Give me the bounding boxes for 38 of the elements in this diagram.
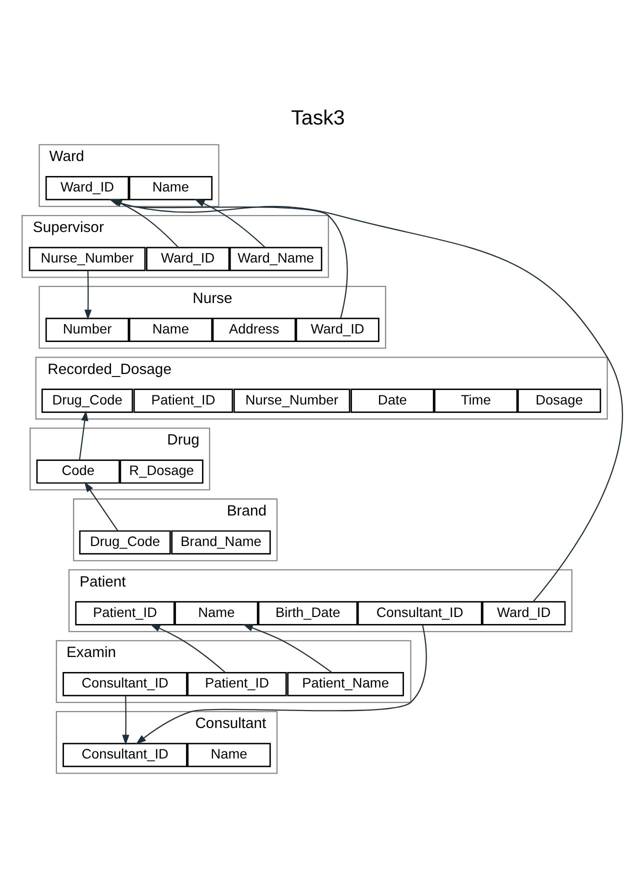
node-box: Number [45, 317, 130, 342]
node-box: Dosage [517, 388, 602, 412]
node-box: Ward_ID [146, 246, 230, 271]
node-box: Patient_ID [75, 600, 175, 625]
arrow [194, 198, 266, 248]
diagram-title: Task3 [291, 106, 345, 130]
node-box: Code [36, 458, 120, 484]
node-box: Ward_ID [482, 600, 566, 625]
node-box: R_Dosage [120, 458, 204, 484]
node-box: Nurse_Number [28, 246, 146, 271]
node-box: Consultant_ID [62, 672, 188, 696]
node-box: Patient_ID [133, 388, 234, 412]
node-box: Patient_Name [287, 672, 404, 696]
node-box: Nurse_Number [233, 388, 350, 412]
node-box: Ward_Name [229, 246, 322, 271]
node-box: Birth_Date [258, 600, 358, 625]
node-box: Ward_ID [296, 317, 380, 342]
node-box: Drug_Code [41, 388, 134, 412]
node-box: Brand_Name [171, 530, 271, 554]
arrow [122, 695, 130, 745]
arrow [84, 270, 92, 320]
node-box: Date [350, 388, 434, 412]
arrow [150, 624, 226, 672]
node-box: Name [128, 317, 213, 342]
node-box: Ward_ID [45, 176, 130, 200]
arrow [84, 481, 118, 531]
node-box: Name [187, 742, 271, 767]
node-box: Address [212, 317, 296, 342]
node-box: Name [174, 600, 258, 625]
node-box: Drug_Code [79, 530, 171, 554]
node-box: Consultant_ID [62, 742, 188, 767]
node-box: Consultant_ID [357, 600, 482, 625]
node-box: Name [128, 176, 213, 200]
arrow [242, 624, 332, 673]
node-box: Time [434, 388, 518, 412]
node-box: Patient_ID [187, 672, 287, 696]
arrow [78, 410, 88, 460]
arrow [136, 624, 427, 744]
